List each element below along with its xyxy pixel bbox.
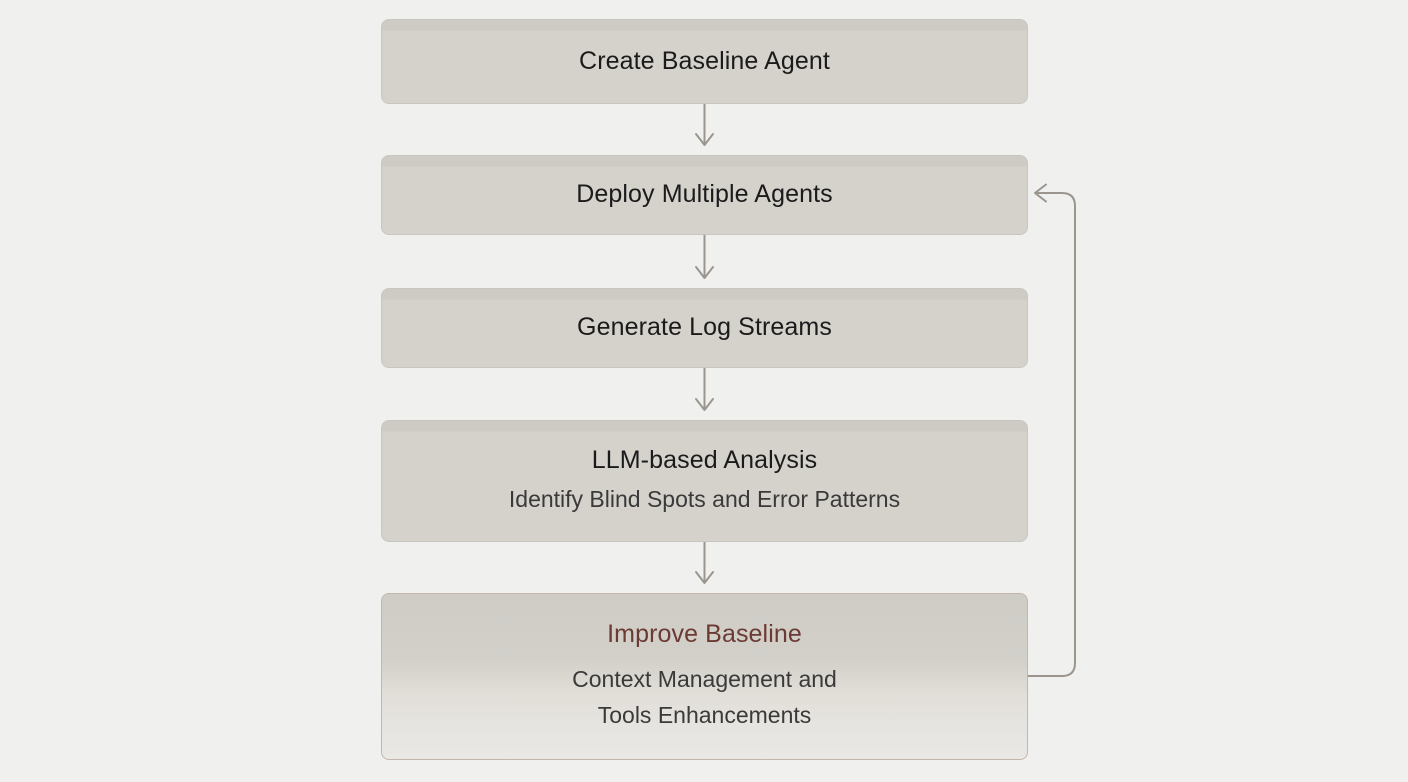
edge-analysis-to-improve	[695, 542, 714, 584]
node-subtitle-line: Identify Blind Spots and Error Patterns	[508, 485, 901, 512]
node-title: Deploy Multiple Agents	[576, 180, 833, 209]
node-title: Create Baseline Agent	[579, 46, 830, 75]
flow-node-generate-log-streams[interactable]: Generate Log Streams	[381, 288, 1028, 368]
flow-node-improve-baseline[interactable]: Improve Baseline Context Management and …	[381, 593, 1028, 760]
edge-improve-to-deploy	[1027, 183, 1076, 677]
node-subtitle-line: Tools Enhancements	[597, 702, 812, 729]
node-title: Generate Log Streams	[577, 313, 832, 342]
flow-node-create-baseline-agent[interactable]: Create Baseline Agent	[381, 19, 1028, 104]
node-subtitle: Context Management and Tools Enhancement…	[572, 662, 837, 733]
flow-node-llm-based-analysis[interactable]: LLM-based Analysis Identify Blind Spots …	[381, 420, 1028, 542]
node-subtitle-line: Context Management and	[572, 666, 837, 693]
edge-deploy-to-generate	[695, 235, 714, 279]
node-title: Improve Baseline	[607, 620, 802, 649]
edge-create-to-deploy	[695, 104, 714, 146]
edge-generate-to-analysis	[695, 368, 714, 411]
flow-node-deploy-multiple-agents[interactable]: Deploy Multiple Agents	[381, 155, 1028, 235]
node-title: LLM-based Analysis	[591, 445, 818, 474]
node-subtitle: Identify Blind Spots and Error Patterns	[509, 482, 900, 518]
